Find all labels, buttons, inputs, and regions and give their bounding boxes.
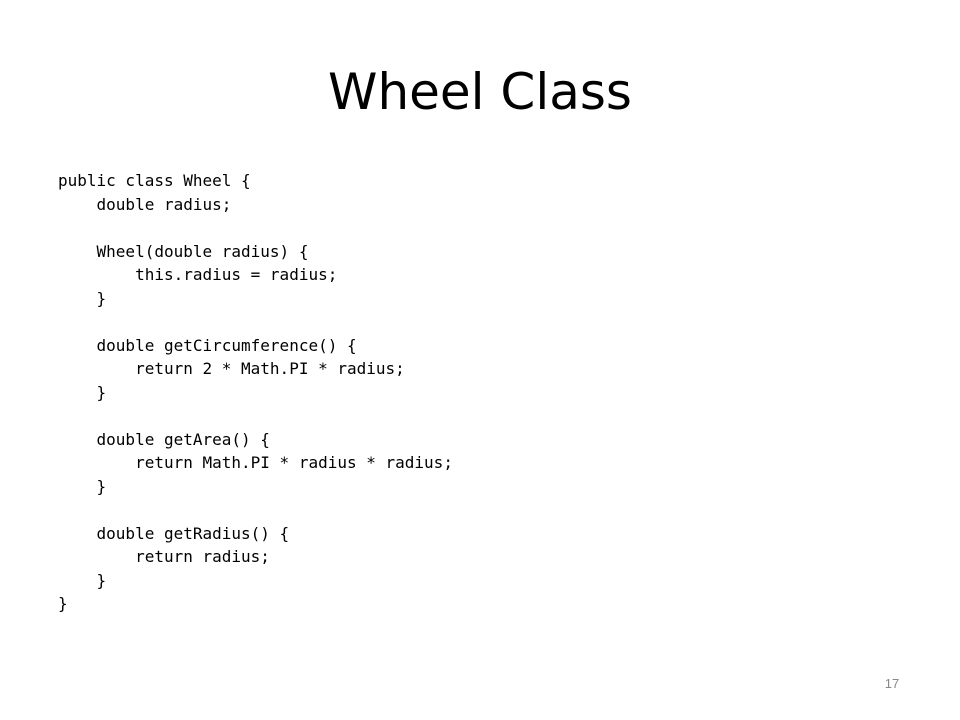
code-line: double getCircumference() { [58,335,357,355]
code-line: double getRadius() { [58,523,290,543]
code-line: return Math.PI * radius * radius; [58,453,453,472]
code-line [58,216,453,240]
code-line: public class Wheel { [58,171,251,190]
code-line: } [58,382,107,402]
code-line: Wheel(double radius) { [58,241,309,261]
code-line: double radius; [58,194,232,214]
code-line: return radius; [58,547,270,566]
code-line: } [58,476,107,496]
code-line [58,404,453,428]
code-line [58,498,453,522]
code-line: double getArea() { [58,429,270,449]
code-block: public class Wheel { double radius; Whee… [58,169,453,616]
slide-number: 17 [884,676,900,691]
code-line: return 2 * Math.PI * radius; [58,359,405,378]
slide-title: Wheel Class [328,63,632,121]
code-line: } [58,594,68,613]
code-line: } [58,570,107,590]
code-line: this.radius = radius; [58,265,338,284]
code-line: } [58,288,107,308]
code-line [58,310,453,334]
